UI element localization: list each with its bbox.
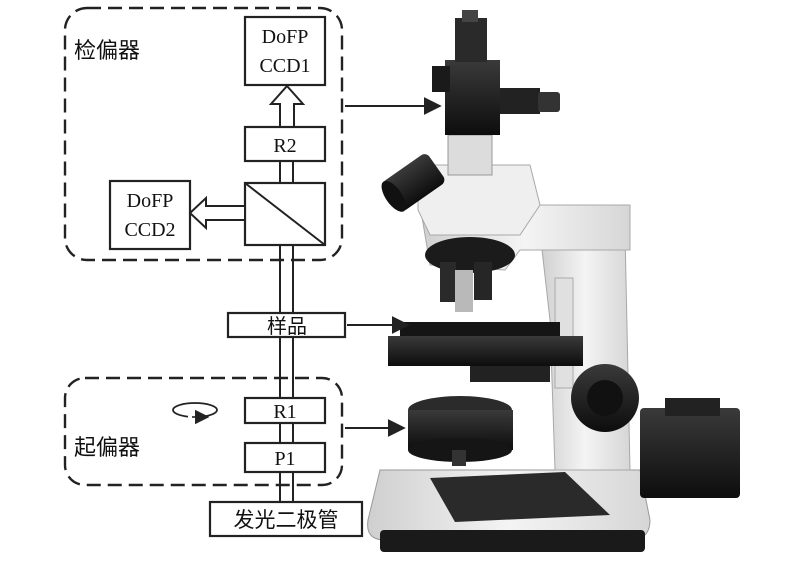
beam-splitter	[243, 181, 327, 247]
r2-box: R2	[243, 125, 327, 163]
up-arrow-icon	[268, 84, 306, 128]
sample-label: 样品	[267, 315, 307, 338]
pointer-arrows	[345, 97, 442, 437]
ccd2-line1: DoFP	[127, 190, 174, 212]
ccd1-line2: CCD1	[259, 55, 310, 77]
microscope-illustration	[367, 10, 740, 552]
led-box: 发光二极管	[208, 500, 364, 538]
polarizer-group-frame	[63, 376, 344, 487]
circular-polarization-icon	[172, 402, 218, 425]
r1-box: R1	[243, 396, 327, 425]
r1-label: R1	[273, 401, 296, 423]
polarizer-group-label: 起偏器	[74, 435, 140, 460]
p1-label: P1	[274, 448, 295, 470]
p1-box: P1	[243, 441, 327, 474]
optical-beam	[279, 160, 294, 502]
sample-box: 样品	[226, 311, 347, 339]
left-arrow-icon	[188, 195, 246, 231]
r2-label: R2	[273, 135, 296, 157]
ccd2-line2: CCD2	[124, 219, 175, 241]
ccd2-box: DoFP CCD2	[108, 179, 192, 251]
analyzer-group-label: 检偏器	[74, 38, 140, 63]
led-label: 发光二极管	[234, 508, 339, 532]
analyzer-group-frame	[63, 6, 344, 262]
ccd1-box: DoFP CCD1	[243, 15, 327, 87]
ccd1-line1: DoFP	[262, 26, 309, 48]
